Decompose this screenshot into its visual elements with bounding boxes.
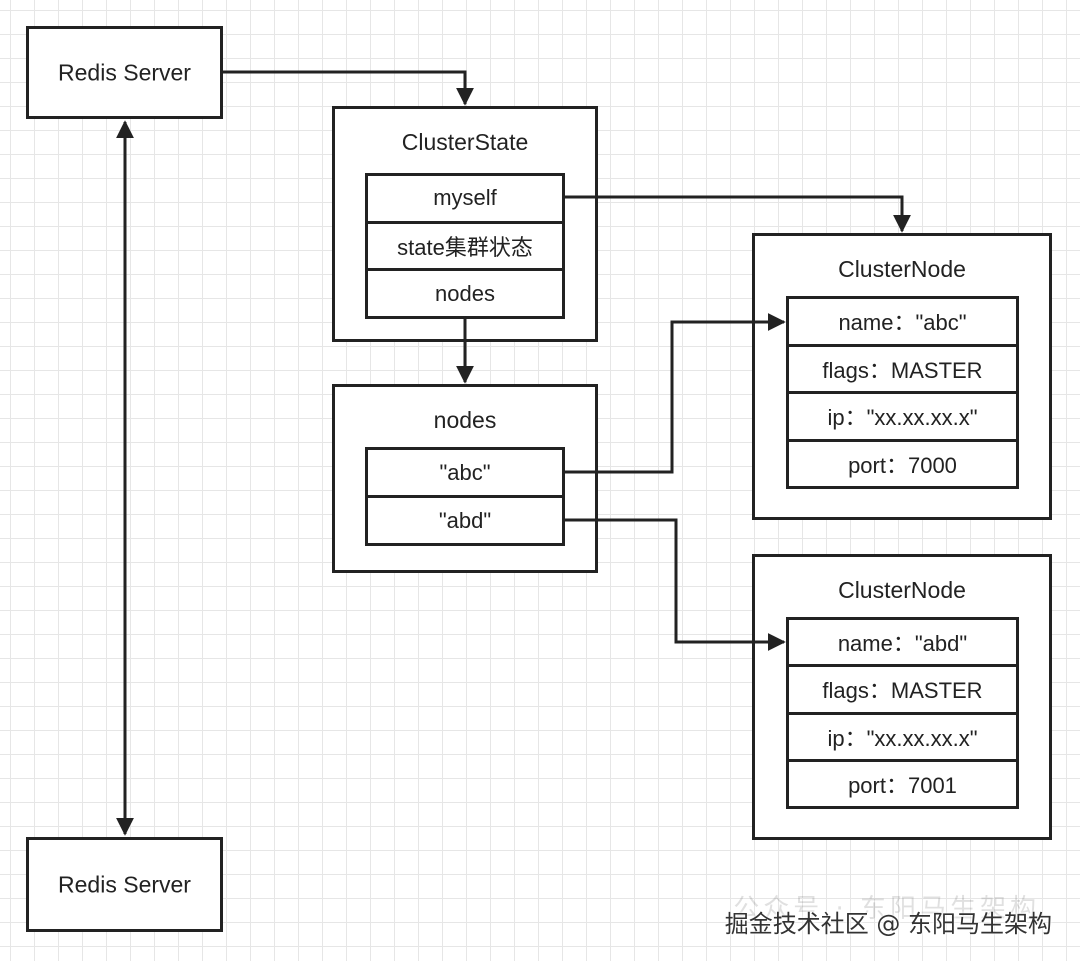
node-2-ip: ip："xx.xx.xx.x" [789, 715, 1016, 762]
node-2-flags: flags：MASTER [789, 667, 1016, 715]
nodes-key-abd: "abd" [438, 507, 492, 533]
redis-server-bottom: Redis Server [26, 837, 223, 932]
redis-server-bottom-label: Redis Server [58, 871, 191, 897]
redis-server-top: Redis Server [26, 26, 223, 119]
watermark-faint: 公众号 · 东阳马生架构 [733, 894, 1040, 924]
redis-server-top-label: Redis Server [58, 59, 191, 85]
arrow-server-to-clusterstate [223, 70, 474, 106]
field-nodes: nodes [435, 280, 495, 306]
node-1-port: port：7000 [848, 452, 957, 478]
field-state: state集群状态 [368, 224, 562, 272]
cluster-node-1-fields: name："abc" flags：MASTER ip："xx.xx.xx.x" … [786, 296, 1019, 489]
watermark-text: 掘金技术社区 @ 东阳马生架构 [724, 910, 1052, 938]
nodes-key-abc: "abc" [368, 450, 562, 498]
node-1-flags: flags：MASTER [789, 347, 1016, 394]
node-2-port: port：7001 [848, 772, 957, 798]
nodes-dict-title: nodes [433, 407, 497, 433]
node-1-name: name："abc" [789, 299, 1016, 347]
arrow-myself-to-clusternode [565, 195, 911, 233]
node-1-ip: ip："xx.xx.xx.x" [789, 394, 1016, 442]
cluster-node-1-title: ClusterNode [838, 256, 966, 282]
field-myself: myself [368, 176, 562, 224]
cluster-state-fields: myself state集群状态 nodes [365, 173, 565, 319]
nodes-dict-keys: "abc" "abd" [365, 447, 565, 546]
cluster-node-2-fields: name："abd" flags：MASTER ip："xx.xx.xx.x" … [786, 617, 1019, 809]
cluster-state-title: ClusterState [401, 129, 529, 155]
cluster-node-2-title: ClusterNode [838, 577, 966, 603]
node-2-name: name："abd" [789, 620, 1016, 668]
